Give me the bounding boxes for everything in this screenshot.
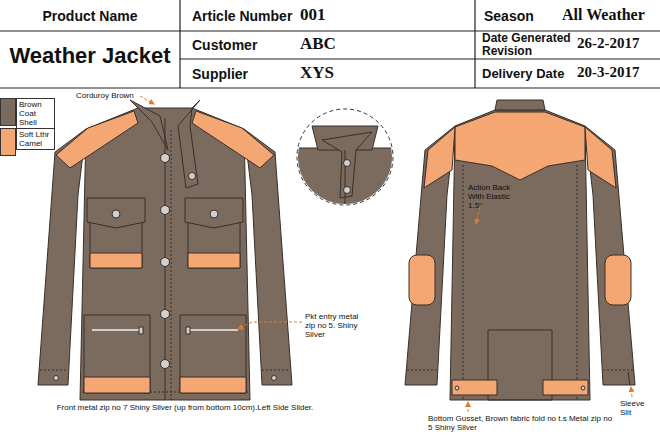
collar-detail-magnifier-part-part (322, 132, 372, 198)
header-grid-part (179, 0, 180, 88)
collar-detail-magnifier-part-part (295, 148, 395, 218)
front-jacket-part (38, 129, 86, 385)
callout-note: Sleeve Slit (620, 399, 656, 417)
header-label: Product Name (0, 8, 180, 24)
leader-lines-part (238, 322, 302, 329)
front-jacket-part (56, 111, 138, 168)
header-label: Season (484, 8, 564, 24)
back-jacket-part (603, 370, 634, 371)
front-jacket-part (192, 111, 274, 168)
front-jacket-part (210, 210, 218, 218)
back-jacket-part (581, 386, 585, 390)
back-jacket-part (605, 255, 631, 305)
header-grid-part (180, 58, 660, 59)
front-jacket-part (112, 210, 120, 218)
header-label: Delivery Date (482, 66, 574, 82)
collar-detail-magnifier (295, 109, 395, 218)
callout-note: Front metal zip no 7 Shiny Silver (up fr… (55, 403, 315, 412)
header-value: 26-2-2017 (577, 34, 657, 53)
leader-lines-part (631, 387, 632, 397)
callout-note: Pkt entry metal zip no 5. Shiny Silver (305, 312, 369, 339)
back-jacket-part (585, 127, 616, 188)
header-label: Article Number (192, 8, 312, 24)
header-grid-part (474, 0, 475, 88)
header-label: Date Generated Revision (482, 32, 574, 58)
front-jacket-part (180, 377, 246, 393)
back-jacket-part (424, 127, 455, 188)
header-grid (0, 0, 660, 88)
front-jacket-part (171, 130, 172, 400)
front-jacket-part (180, 315, 246, 393)
front-jacket-part (188, 329, 238, 331)
header-label: Customer (192, 37, 312, 53)
header-value: 20-3-2017 (577, 63, 657, 82)
leader-lines (140, 96, 632, 412)
leader-lines-part (468, 402, 469, 412)
front-jacket-part (189, 173, 196, 180)
header-value: 001 (300, 5, 400, 25)
header-grid-part (0, 87, 660, 88)
back-jacket-part (585, 126, 635, 385)
back-jacket-part (455, 112, 585, 180)
front-jacket-part (40, 370, 68, 371)
legend-text: Soft Lthr Camel (16, 128, 55, 150)
front-jacket-part (84, 315, 150, 393)
back-jacket-part (452, 380, 497, 395)
front-jacket-part (161, 206, 170, 215)
back-jacket-part (409, 255, 435, 305)
callout-note: Corduroy Brown (76, 91, 140, 100)
front-jacket-part (262, 370, 290, 371)
front-jacket-part (54, 376, 59, 381)
back-jacket-part (543, 380, 588, 395)
front-jacket-part (84, 377, 150, 393)
back-jacket-part (455, 386, 459, 390)
legend-swatch (0, 128, 16, 156)
front-jacket-part (92, 329, 142, 331)
leader-lines-part (140, 96, 154, 104)
front-jacket-part (161, 310, 170, 319)
legend-swatch (0, 98, 16, 126)
front-jacket-part (188, 253, 240, 268)
product-title: Weather Jacket (0, 43, 180, 69)
back-jacket-part (495, 100, 545, 110)
front-jacket-part (244, 129, 292, 385)
front-jacket-part (186, 327, 190, 334)
callout-note: Action Back With Elastic 1.5" (468, 183, 522, 210)
header-value: XYS (300, 63, 400, 83)
front-jacket-part (80, 108, 250, 400)
back-jacket-part (488, 330, 552, 400)
collar-detail-magnifier-part (295, 126, 395, 218)
back-jacket-part (577, 165, 578, 400)
header-value: ABC (300, 34, 400, 54)
front-jacket-part (185, 198, 243, 228)
front-jacket-part (87, 198, 145, 228)
front-jacket-part (178, 100, 200, 188)
legend-text: Brown Coat Shell (16, 98, 55, 129)
collar-detail-magnifier-part-part (344, 187, 351, 194)
back-jacket-part (463, 165, 464, 400)
back-jacket-part (405, 126, 455, 385)
front-jacket-part (161, 258, 170, 267)
front-jacket-part (130, 100, 168, 150)
front-jacket (38, 100, 292, 400)
front-jacket-part (161, 360, 170, 369)
front-jacket-part (90, 253, 142, 268)
callout-note: Bottom Gusset, Brown fabric fold no t.s … (428, 414, 613, 432)
collar-detail-magnifier-part-part (344, 160, 351, 167)
back-jacket-part (407, 370, 437, 371)
back-jacket-part (450, 110, 590, 400)
front-jacket-part (161, 154, 170, 163)
front-jacket-part (272, 376, 277, 381)
header-label: Supplier (192, 66, 312, 82)
front-jacket-part (139, 327, 143, 334)
back-jacket-part (628, 372, 630, 385)
back-jacket (405, 100, 635, 400)
collar-detail-magnifier-part-part (345, 150, 346, 210)
header-value: All Weather (562, 5, 656, 25)
